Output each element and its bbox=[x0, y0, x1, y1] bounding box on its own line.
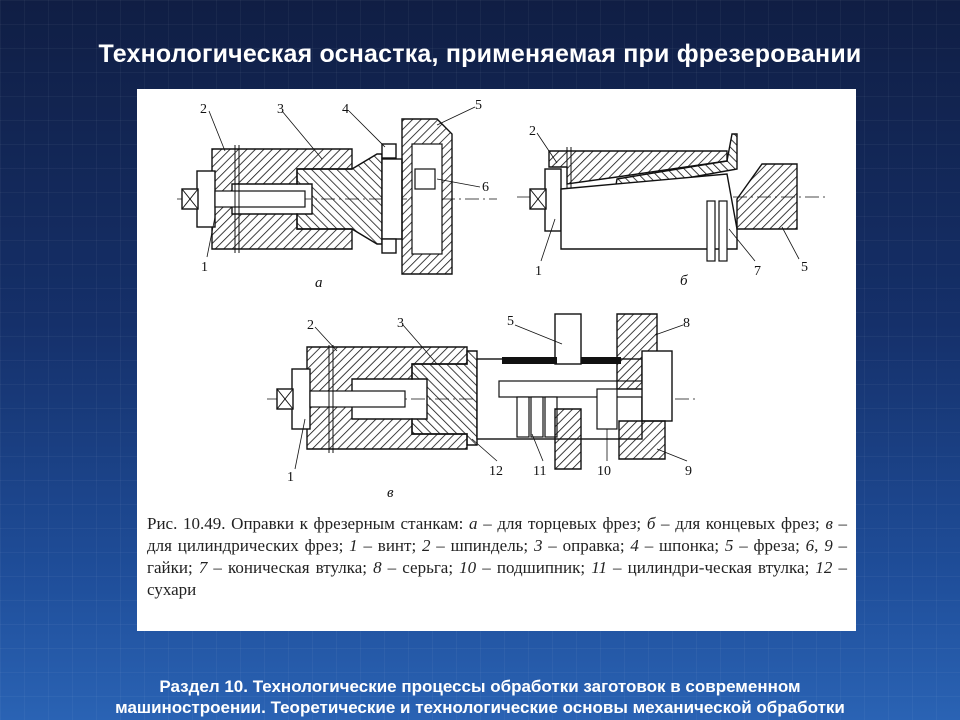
view-v-callout-5: 5 bbox=[507, 314, 514, 329]
view-v-callout-11: 11 bbox=[533, 464, 546, 479]
view-v-callout-8: 8 bbox=[683, 316, 690, 331]
figure-panel: 2 3 4 5 6 1 а bbox=[137, 89, 856, 631]
view-b-callout-2: 2 bbox=[529, 124, 536, 139]
caption-text: – оправка; bbox=[542, 536, 631, 555]
view-a-callout-3: 3 bbox=[277, 102, 284, 117]
caption-text: – подшипник; bbox=[476, 558, 592, 577]
caption-text: – цилиндри-ческая втулка; bbox=[606, 558, 816, 577]
caption-text: – для цилиндрических фрез; bbox=[147, 514, 847, 555]
footer-line-2: машиностроении. Теоретические и технолог… bbox=[115, 698, 845, 717]
caption-text: – сухари bbox=[147, 558, 848, 599]
caption-text: – коническая втулка; bbox=[207, 558, 374, 577]
caption-num-11: 11 bbox=[591, 558, 607, 577]
footer-line-1: Раздел 10. Технологические процессы обра… bbox=[159, 677, 801, 696]
caption-label-v: в bbox=[825, 514, 833, 533]
slide-footer: Раздел 10. Технологические процессы обра… bbox=[0, 676, 960, 718]
view-a-callout-4: 4 bbox=[342, 102, 349, 117]
milling-arbors-drawing: 2 3 4 5 6 1 а bbox=[177, 98, 827, 501]
caption-text: – винт; bbox=[357, 536, 422, 555]
caption-num-6-9: 6, 9 bbox=[805, 536, 833, 555]
view-v-letter: в bbox=[387, 485, 394, 501]
caption-label-b: б bbox=[646, 514, 656, 533]
view-v-drawing: 2 3 5 8 1 12 11 10 9 в bbox=[267, 313, 697, 501]
caption-text: – для торцевых фрез; bbox=[477, 514, 647, 533]
figure-caption: Рис. 10.49. Оправки к фрезерным станкам:… bbox=[147, 513, 847, 601]
caption-num-8: 8 bbox=[373, 558, 382, 577]
caption-num-2: 2 bbox=[421, 536, 431, 555]
view-v-callout-1: 1 bbox=[287, 470, 294, 485]
caption-text: – шпонка; bbox=[638, 536, 725, 555]
caption-num-3: 3 bbox=[533, 536, 543, 555]
caption-num-1: 1 bbox=[349, 536, 358, 555]
view-v-callout-10: 10 bbox=[597, 464, 611, 479]
view-v-callout-9: 9 bbox=[685, 464, 692, 479]
caption-text: – для концевых фрез; bbox=[655, 514, 826, 533]
caption-text: – шпиндель; bbox=[430, 536, 534, 555]
caption-label-a: а bbox=[469, 514, 478, 533]
caption-num-4: 4 bbox=[630, 536, 639, 555]
caption-num-10: 10 bbox=[459, 558, 477, 577]
view-a-drawing: 2 3 4 5 6 1 а bbox=[177, 98, 497, 291]
view-a-callout-6: 6 bbox=[482, 180, 489, 195]
caption-text: Рис. 10.49. Оправки к фрезерным станкам: bbox=[147, 514, 470, 533]
caption-text: – серьга; bbox=[381, 558, 460, 577]
caption-text: – фреза; bbox=[733, 536, 806, 555]
view-a-callout-1: 1 bbox=[201, 260, 208, 275]
caption-text: – гайки; bbox=[147, 536, 848, 577]
view-a-callout-2: 2 bbox=[200, 102, 207, 117]
view-b-letter: б bbox=[680, 273, 688, 289]
caption-num-7: 7 bbox=[198, 558, 208, 577]
view-b-callout-7: 7 bbox=[754, 264, 761, 279]
view-a-callout-5: 5 bbox=[475, 98, 482, 113]
caption-num-12: 12 bbox=[815, 558, 833, 577]
view-a-letter: а bbox=[315, 275, 323, 291]
view-b-drawing: 2 1 7 5 б bbox=[517, 124, 827, 289]
view-b-callout-1: 1 bbox=[535, 264, 542, 279]
view-v-callout-3: 3 bbox=[397, 316, 404, 331]
view-v-callout-2: 2 bbox=[307, 318, 314, 333]
caption-num-5: 5 bbox=[724, 536, 734, 555]
view-v-callout-12: 12 bbox=[489, 464, 503, 479]
slide-title: Технологическая оснастка, применяемая пр… bbox=[98, 40, 862, 68]
view-b-callout-5: 5 bbox=[801, 260, 808, 275]
